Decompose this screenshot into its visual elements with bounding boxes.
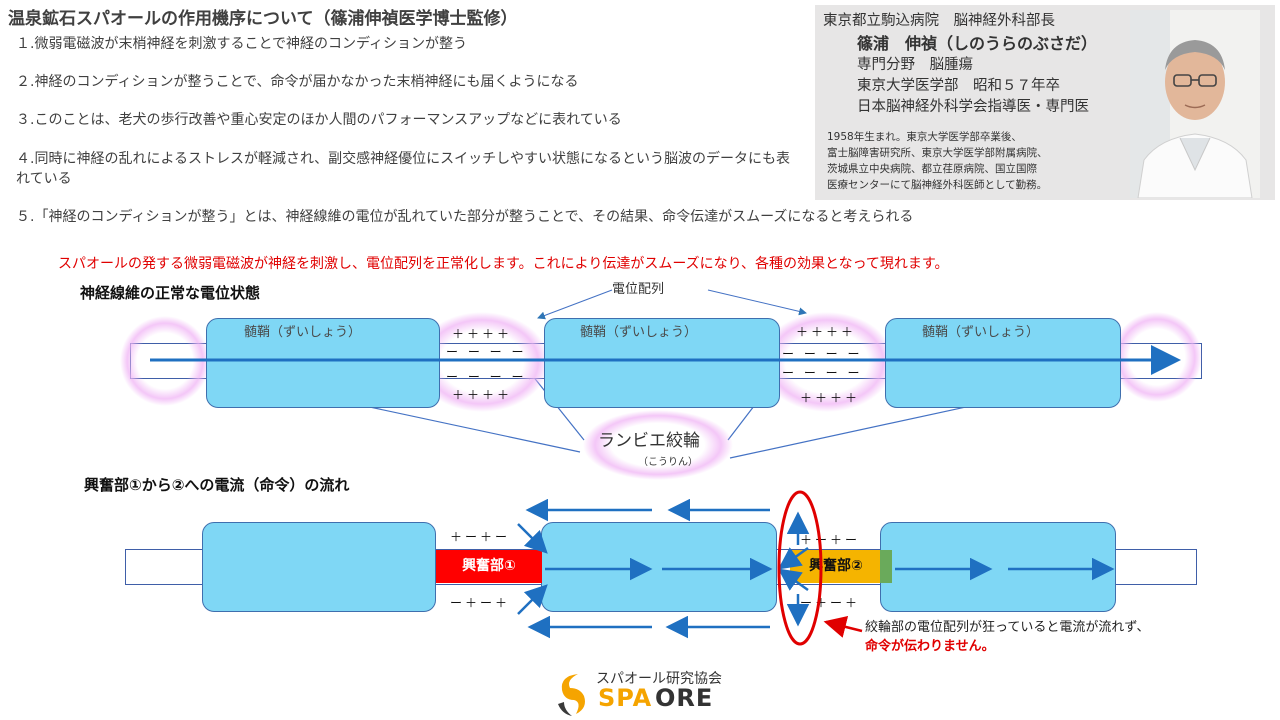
profile-bio-4: 医療センターにて脳神経外科医師として勤務。 bbox=[827, 179, 1048, 191]
ranvier-reading: （こうりん） bbox=[638, 457, 698, 468]
myelin-sheath-1 bbox=[206, 318, 440, 408]
callout-line bbox=[537, 289, 613, 320]
myelin-label: 髄鞘（ずいしょう） bbox=[922, 325, 1040, 340]
profile-panel: 東京都立駒込病院 脳神経外科部長 篠浦 伸禎（しのうらのぶさだ） 専門分野 脳腫… bbox=[815, 5, 1275, 200]
charge-signs: ＋ー＋ー bbox=[450, 530, 511, 544]
excited-region-1: 興奮部① bbox=[436, 550, 542, 583]
profile-affiliation: 東京都立駒込病院 脳神経外科部長 bbox=[823, 13, 1055, 29]
minus-signs: ー ー ー ー bbox=[782, 347, 863, 361]
point-4: ４.同時に神経の乱れによるストレスが軽減され、副交感神経優位にスイッチしやすい状… bbox=[16, 151, 791, 187]
plus-signs: ＋＋＋＋ bbox=[796, 325, 857, 339]
charge-signs: ＋ー＋ー bbox=[800, 533, 861, 547]
note-line-1: 絞輪部の電位配列が狂っていると電流が流れず、 bbox=[865, 620, 1150, 635]
point-3: ３.このことは、老犬の歩行改善や重心安定のほか人間のパフォーマンスアップなどに表… bbox=[16, 112, 622, 128]
doctor-portrait bbox=[1130, 10, 1260, 198]
plus-signs: ＋＋＋＋ bbox=[800, 391, 861, 405]
myelin-label: 髄鞘（ずいしょう） bbox=[244, 325, 362, 340]
profile-specialty: 専門分野 脳腫瘍 bbox=[857, 57, 973, 73]
problem-highlight-oval bbox=[777, 490, 823, 646]
diagram1-heading: 神経線維の正常な電位状態 bbox=[80, 284, 261, 302]
profile-bio-2: 富士脳障害研究所、東京大学医学部附属病院、 bbox=[827, 147, 1048, 159]
myelin-sheath-3 bbox=[885, 318, 1121, 408]
profile-certification: 日本脳神経外科学会指導医・専門医 bbox=[857, 99, 1089, 115]
myelin-sheath-5 bbox=[541, 522, 777, 612]
association-name: スパオール研究協会 bbox=[596, 671, 722, 687]
charge-signs: ー＋ー＋ bbox=[800, 596, 861, 610]
spa-ore-logo-mark bbox=[558, 674, 585, 716]
point-2: ２.神経のコンディションが整うことで、命令が届かなかった末梢神経にも届くようにな… bbox=[16, 74, 579, 90]
brand-spa: SPA bbox=[598, 684, 653, 712]
myelin-sheath-2 bbox=[544, 318, 780, 408]
node-glow bbox=[760, 312, 894, 412]
note-line-2: 命令が伝わりません。 bbox=[865, 639, 995, 654]
profile-education: 東京大学医学部 昭和５７年卒 bbox=[857, 78, 1060, 94]
plus-signs: ＋＋＋＋ bbox=[452, 388, 513, 402]
brand-ore: ORE bbox=[655, 684, 714, 712]
myelin-label: 髄鞘（ずいしょう） bbox=[580, 325, 698, 340]
excited-region-2: 興奮部② bbox=[790, 550, 882, 583]
myelin-sheath-6 bbox=[880, 522, 1116, 612]
lead-text: スパオールの発する微弱電磁波が神経を刺激し、電位配列を正常化します。これにより伝… bbox=[58, 256, 949, 272]
point-1: １.微弱電磁波が末梢神経を刺激することで神経のコンディションが整う bbox=[16, 36, 468, 52]
callout-potential-array: 電位配列 bbox=[612, 282, 665, 297]
point-5: ５.「神経のコンディションが整う」とは、神経線維の電位が乱れていた部分が整うこと… bbox=[16, 209, 914, 225]
profile-name: 篠浦 伸禎（しのうらのぶさだ） bbox=[857, 34, 1098, 53]
profile-bio-1: 1958年生まれ。東京大学医学部卒業後、 bbox=[827, 131, 1022, 143]
problem-note: 絞輪部の電位配列が狂っていると電流が流れず、 命令が伝わりません。 bbox=[865, 618, 1149, 656]
minus-signs: ー ー ー ー bbox=[446, 370, 527, 384]
page-title: 温泉鉱石スパオールの作用機序について（篠浦伸禎医学博士監修） bbox=[8, 9, 518, 29]
region-edge bbox=[880, 550, 892, 583]
myelin-sheath-4 bbox=[202, 522, 436, 612]
callout-line bbox=[707, 289, 807, 316]
profile-bio-3: 茨城県立中央病院、都立荏原病院、国立国際 bbox=[827, 163, 1037, 175]
minus-signs: ー ー ー ー bbox=[782, 366, 863, 380]
minus-signs: ー ー ー ー bbox=[446, 345, 527, 359]
charge-signs: ー＋ー＋ bbox=[450, 596, 511, 610]
node-label-glow bbox=[583, 410, 733, 480]
ranvier-label: ランビエ絞輪 bbox=[598, 431, 700, 451]
plus-signs: ＋＋＋＋ bbox=[452, 327, 513, 341]
diagram2-heading: 興奮部①から②への電流（命令）の流れ bbox=[84, 476, 350, 494]
